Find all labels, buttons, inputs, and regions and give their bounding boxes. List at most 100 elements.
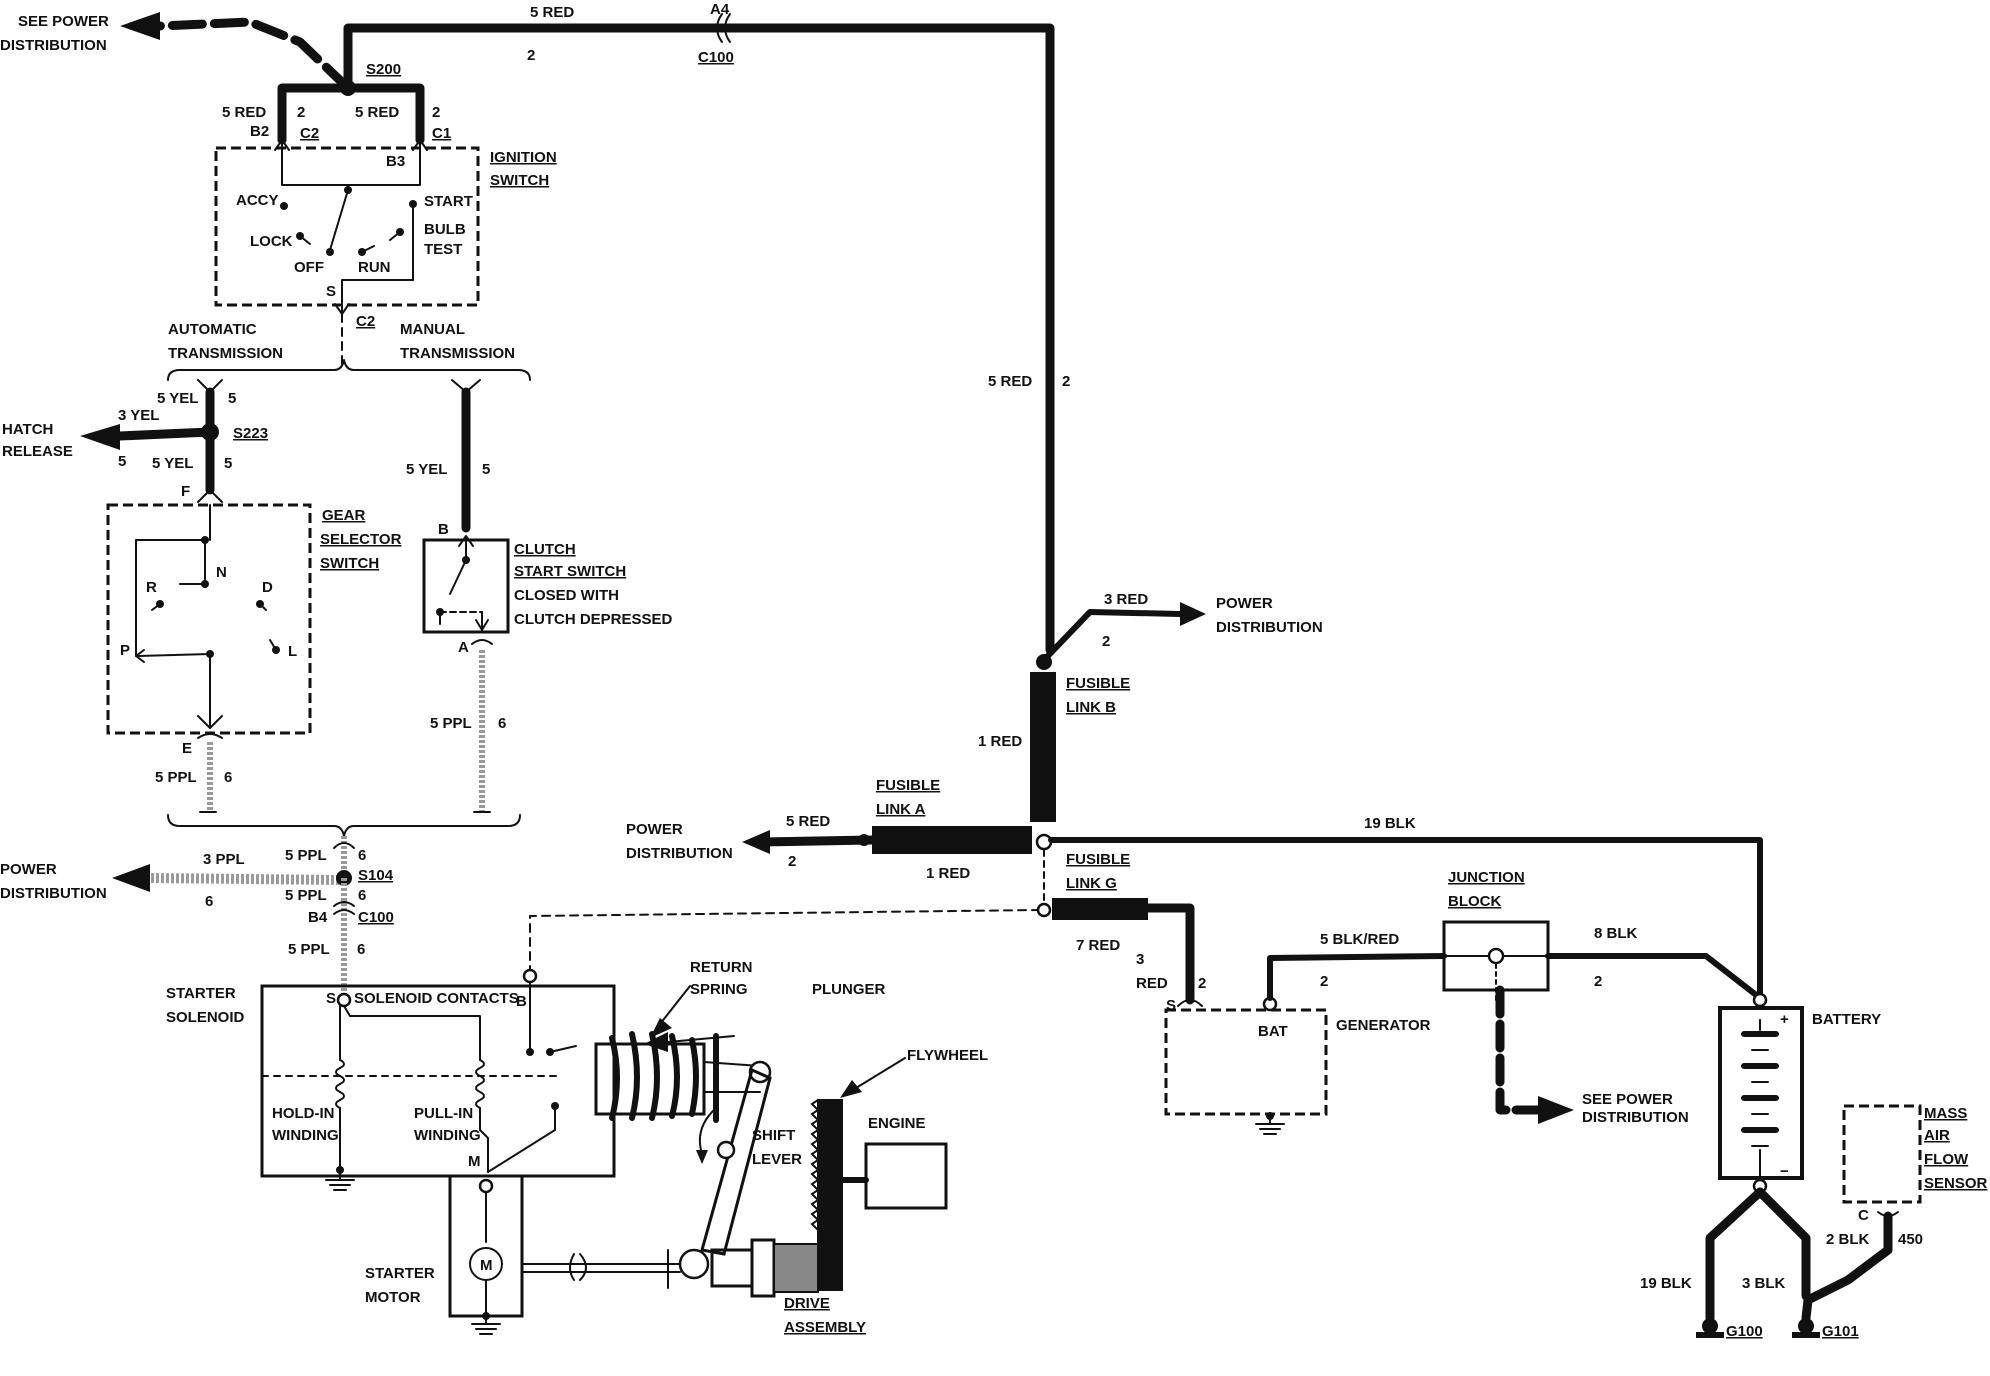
gen-s: S — [1166, 997, 1176, 1014]
drive-assembly-line1: DRIVE — [784, 1295, 830, 1312]
blk-19-bottom: 19 BLK — [1640, 1275, 1692, 1292]
connector-c100-top — [716, 13, 723, 43]
generator-label: GENERATOR — [1336, 1017, 1431, 1034]
starter-motor-line2: MOTOR — [365, 1289, 421, 1306]
mass-air-flow-sensor — [1803, 1104, 1922, 1305]
hold-in-line2: WINDING — [272, 1127, 339, 1144]
fusible-b-line1: FUSIBLE — [1066, 675, 1130, 692]
red-3-gen-n: 2 — [1198, 975, 1206, 992]
pin-b3: B3 — [386, 153, 405, 170]
fusible-a-line1: FUSIBLE — [876, 777, 940, 794]
ppl-5-right: 5 PPL — [430, 715, 472, 732]
ppl-3-n: 6 — [205, 893, 213, 910]
shift-lever — [678, 1067, 772, 1280]
power-dist-right-line1: POWER — [1216, 595, 1273, 612]
power-dist-mid-line1: POWER — [626, 821, 683, 838]
pin-b4: B4 — [308, 909, 328, 926]
pin-a: A — [458, 639, 469, 656]
solenoid-s: S — [326, 990, 336, 1007]
right-5red: 5 RED — [988, 373, 1032, 390]
junction-block — [1442, 920, 1763, 1124]
arrow-left-icon — [742, 830, 770, 854]
junction-block-line1: JUNCTION — [1448, 869, 1525, 886]
yel-5-top-n: 5 — [228, 390, 236, 407]
plunger-label: PLUNGER — [812, 981, 886, 998]
manual-yel: 5 YEL — [406, 461, 447, 478]
wire-top-5red: 5 RED — [530, 4, 574, 21]
arrow-down-icon — [840, 1080, 862, 1098]
ignition-switch-line1: IGNITION — [490, 149, 557, 166]
ppl-5-b4: 5 PPL — [285, 887, 327, 904]
red-7: 7 RED — [1076, 937, 1120, 954]
starter-solenoid-line1: STARTER — [166, 985, 236, 1002]
maf-line1: MASS — [1924, 1105, 1967, 1122]
gear-selector-switch — [106, 503, 312, 739]
fusible-g-line2: LINK G — [1066, 875, 1117, 892]
hold-in-line1: HOLD-IN — [272, 1105, 335, 1122]
left-5red: 5 RED — [222, 104, 266, 121]
arrow-right-icon — [1180, 602, 1206, 626]
blk-2: 2 BLK — [1826, 1231, 1870, 1248]
pos-start: START — [424, 193, 473, 210]
hatch-release-line1: HATCH — [2, 421, 53, 438]
blk-8: 8 BLK — [1594, 925, 1638, 942]
auto-trans-line2: TRANSMISSION — [168, 345, 283, 362]
flywheel-engine — [810, 1057, 948, 1291]
arrow-left-icon — [80, 424, 120, 450]
ignition-switch-line2: SWITCH — [490, 172, 549, 189]
splice-s104-label: S104 — [358, 867, 394, 884]
junction-block-line2: BLOCK — [1448, 893, 1501, 910]
ppl-5-left: 5 PPL — [155, 769, 197, 786]
drive-assembly — [710, 1238, 819, 1298]
shift-lever-line1: SHIFT — [752, 1127, 795, 1144]
ground-g101-icon — [1798, 1318, 1814, 1334]
shift-lever-line2: LEVER — [752, 1151, 802, 1168]
pin-f: F — [181, 483, 190, 500]
gear-selector-line1: GEAR — [322, 507, 366, 524]
conn-a4: A4 — [710, 1, 730, 18]
manual-trans-line1: MANUAL — [400, 321, 465, 338]
pin-s: S — [326, 283, 336, 300]
gen-bat: BAT — [1258, 1023, 1288, 1040]
gear-r: R — [146, 579, 157, 596]
blk-8-n: 2 — [1594, 973, 1602, 990]
ppl-5-b4-n: 6 — [358, 887, 366, 904]
power-dist-left-line2: DISTRIBUTION — [0, 885, 107, 902]
maf-line4: SENSOR — [1924, 1175, 1988, 1192]
yel-3-n: 5 — [118, 453, 126, 470]
right-5red-n: 2 — [1062, 373, 1070, 390]
blk-red-5-n: 2 — [1320, 973, 1328, 990]
splice-s200-label: S200 — [366, 61, 401, 78]
grounds — [1696, 1295, 1820, 1338]
auto-branch-wires — [80, 379, 223, 503]
pos-run: RUN — [358, 259, 391, 276]
maf-line3: FLOW — [1924, 1151, 1969, 1168]
maf-c: C — [1858, 1207, 1869, 1224]
solenoid-contacts: SOLENOID CONTACTS — [354, 990, 519, 1007]
bulb-test-line1: BULB — [424, 221, 466, 238]
manual-trans-line2: TRANSMISSION — [400, 345, 515, 362]
arrow-left-icon — [644, 1032, 668, 1052]
pin-e: E — [182, 740, 192, 757]
arrow-left-icon — [112, 864, 150, 892]
fusible-b-line2: LINK B — [1066, 699, 1116, 716]
gear-d: D — [262, 579, 273, 596]
bulb-test-line2: TEST — [424, 241, 462, 258]
conn-c100-top: C100 — [698, 49, 734, 66]
motor-m-symbol: M — [480, 1257, 493, 1274]
gear-n: N — [216, 564, 227, 581]
ppl-5-bottom: 5 PPL — [288, 941, 330, 958]
ground-g100-icon — [1702, 1318, 1718, 1334]
power-dist-left-line1: POWER — [0, 861, 57, 878]
pull-in-line1: PULL-IN — [414, 1105, 473, 1122]
mid-5red: 5 RED — [355, 104, 399, 121]
fusible-a-line2: LINK A — [876, 801, 926, 818]
gear-l: L — [288, 643, 297, 660]
top-feed-wire — [120, 12, 1055, 655]
generator — [1164, 953, 1447, 1135]
ppl-5-left-n: 6 — [224, 769, 232, 786]
g101-label: G101 — [1822, 1323, 1859, 1340]
auto-trans-line1: AUTOMATIC — [168, 321, 257, 338]
blk-2-n: 450 — [1898, 1231, 1923, 1248]
starter-motor-line1: STARTER — [365, 1265, 435, 1282]
